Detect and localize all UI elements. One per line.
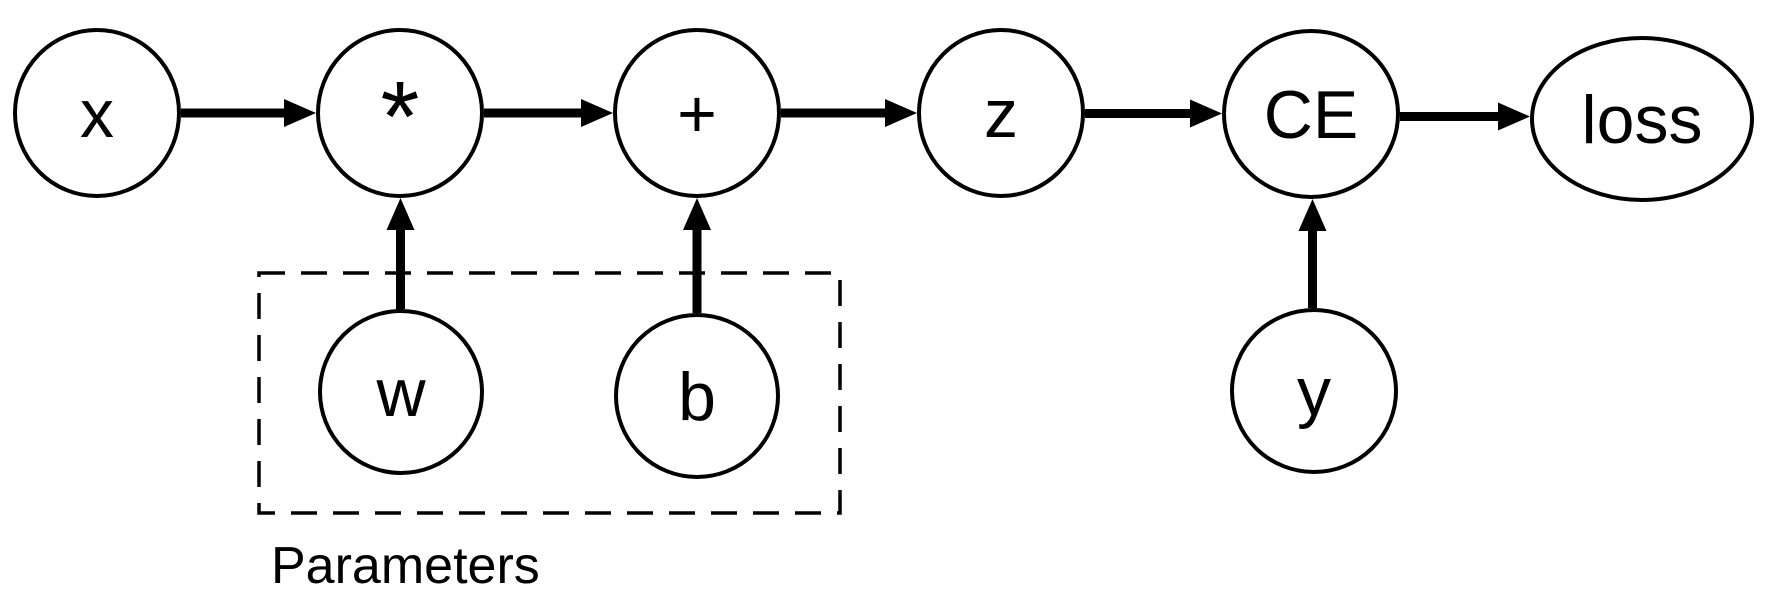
node-z-shape	[917, 28, 1085, 198]
node-mul-shape	[316, 28, 484, 198]
node-loss-shape	[1530, 36, 1754, 202]
edge-add-to-z-arrowhead	[885, 99, 917, 127]
parameters-group-label: Parameters	[271, 537, 540, 595]
edge-y-to-ce-arrowhead	[1298, 199, 1327, 231]
node-ce-shape	[1222, 29, 1400, 199]
edge-ce-to-loss-arrowhead	[1498, 102, 1530, 131]
node-x-label: x	[80, 76, 114, 152]
edge-mul-to-add-arrowhead	[581, 99, 613, 127]
node-add-shape	[613, 28, 781, 198]
node-loss-label: loss	[1582, 82, 1703, 158]
node-ce-label: CE	[1264, 77, 1358, 153]
edge-b-to-add-arrowhead	[683, 198, 711, 230]
node-add-label: +	[677, 76, 717, 152]
node-w-shape	[318, 309, 484, 475]
node-mul-label: *	[381, 61, 420, 173]
node-y-shape	[1230, 308, 1398, 474]
edge-w-to-mul-arrowhead	[386, 198, 415, 230]
node-b-label: b	[678, 359, 716, 435]
node-x-shape	[13, 28, 181, 198]
node-b-shape	[614, 313, 780, 479]
edge-z-to-ce-arrowhead	[1190, 99, 1222, 128]
node-y-label: y	[1297, 354, 1331, 430]
node-w-label: w	[375, 355, 426, 431]
edge-x-to-mul-arrowhead	[284, 99, 316, 127]
node-z-label: z	[984, 76, 1018, 152]
parameters-group-box	[257, 271, 842, 515]
